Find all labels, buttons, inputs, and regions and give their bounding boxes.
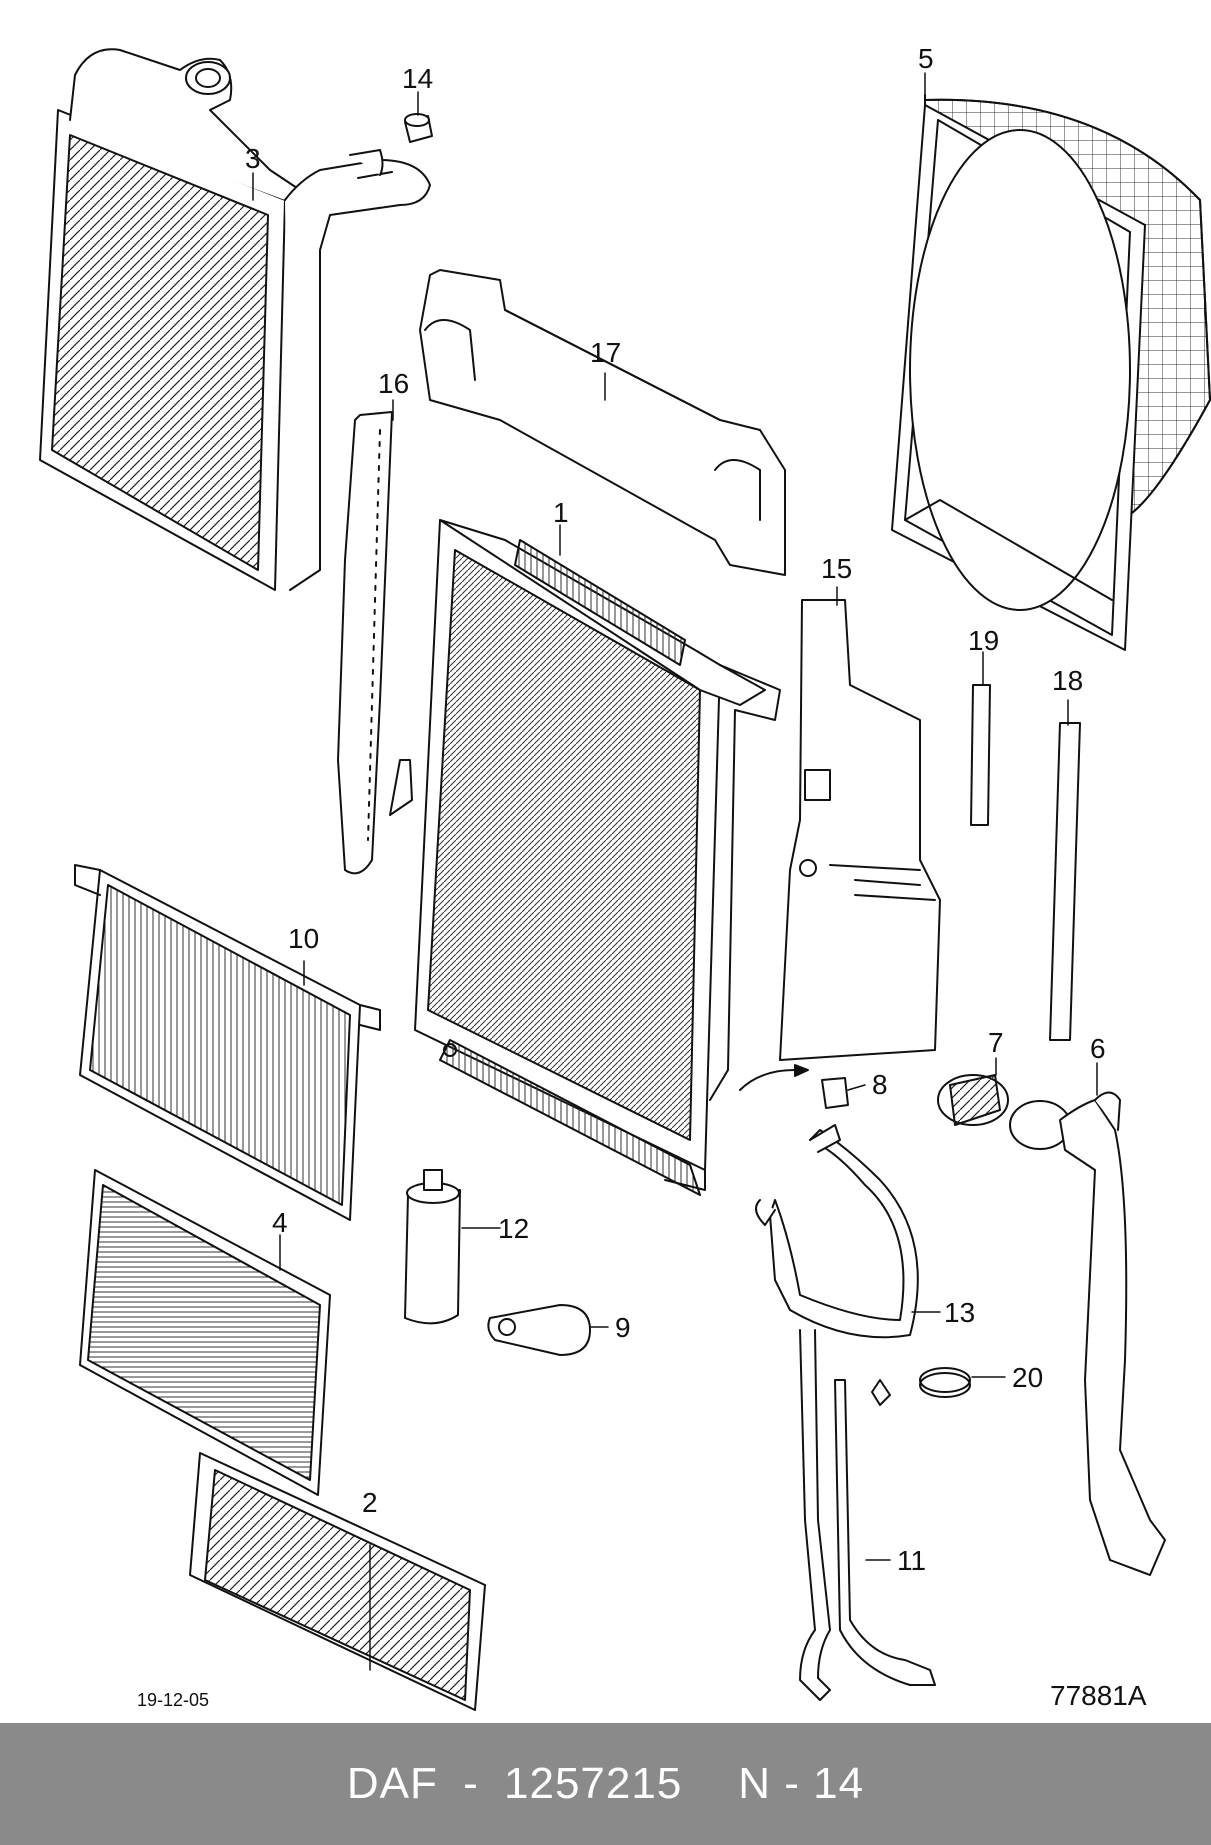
cap-part-7 [938,1075,1008,1125]
footer-part-number: 1257215 [504,1759,683,1808]
footer-page-code: N - 14 [738,1759,865,1808]
callout-19: 19 [968,625,999,656]
callout-2: 2 [362,1487,378,1518]
footer-brand: DAF [346,1759,438,1808]
grille-part-2 [190,1453,485,1710]
direction-arrow [740,1065,808,1090]
callout-labels: 1 2 3 4 5 6 7 8 9 10 11 12 13 14 15 16 1… [245,43,1106,1576]
callout-3: 3 [245,143,261,174]
radiator-part-1 [390,520,780,1195]
grommet-part-8 [822,1078,848,1108]
diagram-date-code: 19-12-05 [137,1690,210,1710]
clamp-part-9 [488,1305,590,1355]
footer-separator: - [463,1759,479,1808]
fan-shroud-part-5 [892,95,1210,650]
hose-part-13 [756,1125,918,1337]
callout-10: 10 [288,923,319,954]
callout-6: 6 [1090,1033,1106,1064]
drier-part-12 [405,1170,460,1323]
callout-20: 20 [1012,1362,1043,1393]
callout-16: 16 [378,368,409,399]
hose-clamp-part-20 [920,1368,970,1397]
callout-13: 13 [944,1297,975,1328]
callout-leaders [252,72,1098,1671]
footer-brand-line: DAF - 1257215 [347,1759,682,1809]
strip-part-19 [971,685,990,825]
callout-4: 4 [272,1207,288,1238]
pipes-part-11 [800,1330,935,1700]
callout-18: 18 [1052,665,1083,696]
side-shroud-part-16 [338,412,392,873]
callout-11: 11 [897,1545,926,1576]
condenser-part-10 [75,865,380,1220]
callout-14: 14 [402,63,433,94]
diagram-reference-number: 77881A [1050,1680,1147,1711]
footer-bar: DAF - 1257215 N - 14 [0,1723,1211,1845]
intercooler-part-3 [40,49,430,590]
callout-1: 1 [553,497,569,528]
condenser-part-4 [80,1170,330,1495]
callout-12: 12 [498,1213,529,1244]
callout-17: 17 [590,337,621,368]
strip-part-18 [1050,723,1080,1040]
cap-part-14 [405,114,432,142]
callout-8: 8 [872,1069,888,1100]
callout-7: 7 [988,1027,1004,1058]
side-panel-part-15 [780,600,940,1060]
callout-15: 15 [821,553,852,584]
callout-5: 5 [918,43,934,74]
top-shroud-part-17 [420,270,785,575]
callout-9: 9 [615,1312,631,1343]
filler-pipe-part-6 [1010,1093,1165,1576]
